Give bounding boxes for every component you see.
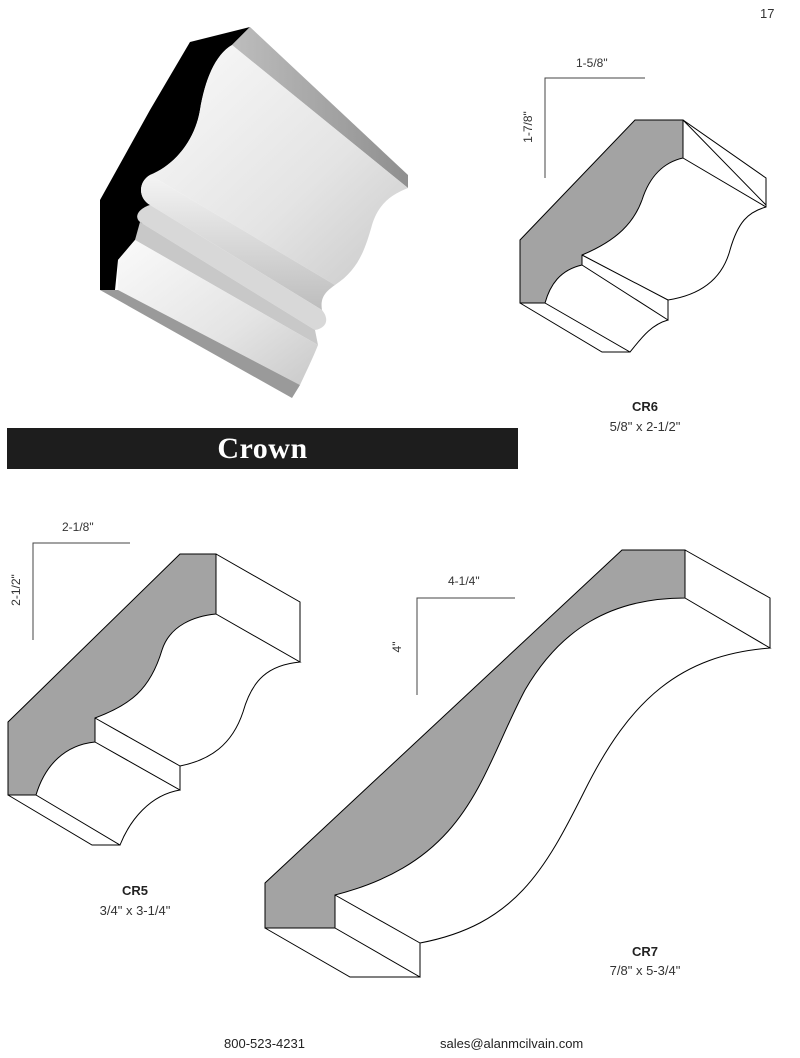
cr6-profile-face <box>519 119 684 304</box>
lower-step <box>135 222 318 345</box>
cr7-profile-face <box>264 549 686 929</box>
cove-face <box>150 45 408 285</box>
cr7-code: CR7 <box>631 944 658 959</box>
cr7-body <box>334 597 772 978</box>
footer-email: sales@alanmcilvain.com <box>440 1036 584 1051</box>
cr6-body-upper <box>581 119 767 321</box>
cr7-width-dimension: 4-1/4" <box>448 574 480 588</box>
cr7-height-dimension: 4" <box>390 641 404 653</box>
cr6-lower-cove <box>544 302 669 353</box>
cr7-step-edge <box>334 894 421 944</box>
profile-end-face <box>100 27 250 290</box>
cr5-width-dimension: 2-1/8" <box>62 520 94 534</box>
cr6-step-edge <box>581 254 669 301</box>
cr5-profile-face <box>7 553 217 796</box>
cr6-size: 5/8" x 2-1/2" <box>609 419 681 434</box>
bead-upper <box>141 175 335 310</box>
cr7-size: 7/8" x 5-3/4" <box>609 963 681 978</box>
cr5-size: 3/4" x 3-1/4" <box>99 903 171 918</box>
bottom-face <box>100 290 300 398</box>
cr7-top-edge <box>684 549 771 648</box>
cr5-top-edge <box>215 553 301 662</box>
cr6-edge <box>682 157 767 208</box>
cr5-step-edge <box>94 717 181 767</box>
cr6-width-dimension: 1-5/8" <box>576 56 608 70</box>
cr7-dimension-lines <box>416 597 515 695</box>
cr6-code: CR6 <box>631 399 658 414</box>
footer-phone: 800-523-4231 <box>224 1036 305 1051</box>
bead-round <box>137 205 327 330</box>
cr7-bottom-edge <box>264 927 420 978</box>
cr6-top-edge <box>682 119 767 205</box>
cr6-bottom-edge <box>519 302 630 353</box>
cr5-lower-cove <box>35 789 181 846</box>
lower-cove <box>118 240 318 385</box>
top-face <box>232 27 408 188</box>
section-banner: Crown <box>7 428 518 469</box>
cr5-code: CR5 <box>121 883 148 898</box>
cr6-dimension-lines <box>544 77 645 178</box>
section-title: Crown <box>217 431 308 465</box>
cr5-dimension-lines <box>32 542 130 640</box>
cr5-body-upper <box>94 613 302 791</box>
page-number: 17 <box>760 6 775 21</box>
cr5-bottom-edge <box>7 794 120 846</box>
